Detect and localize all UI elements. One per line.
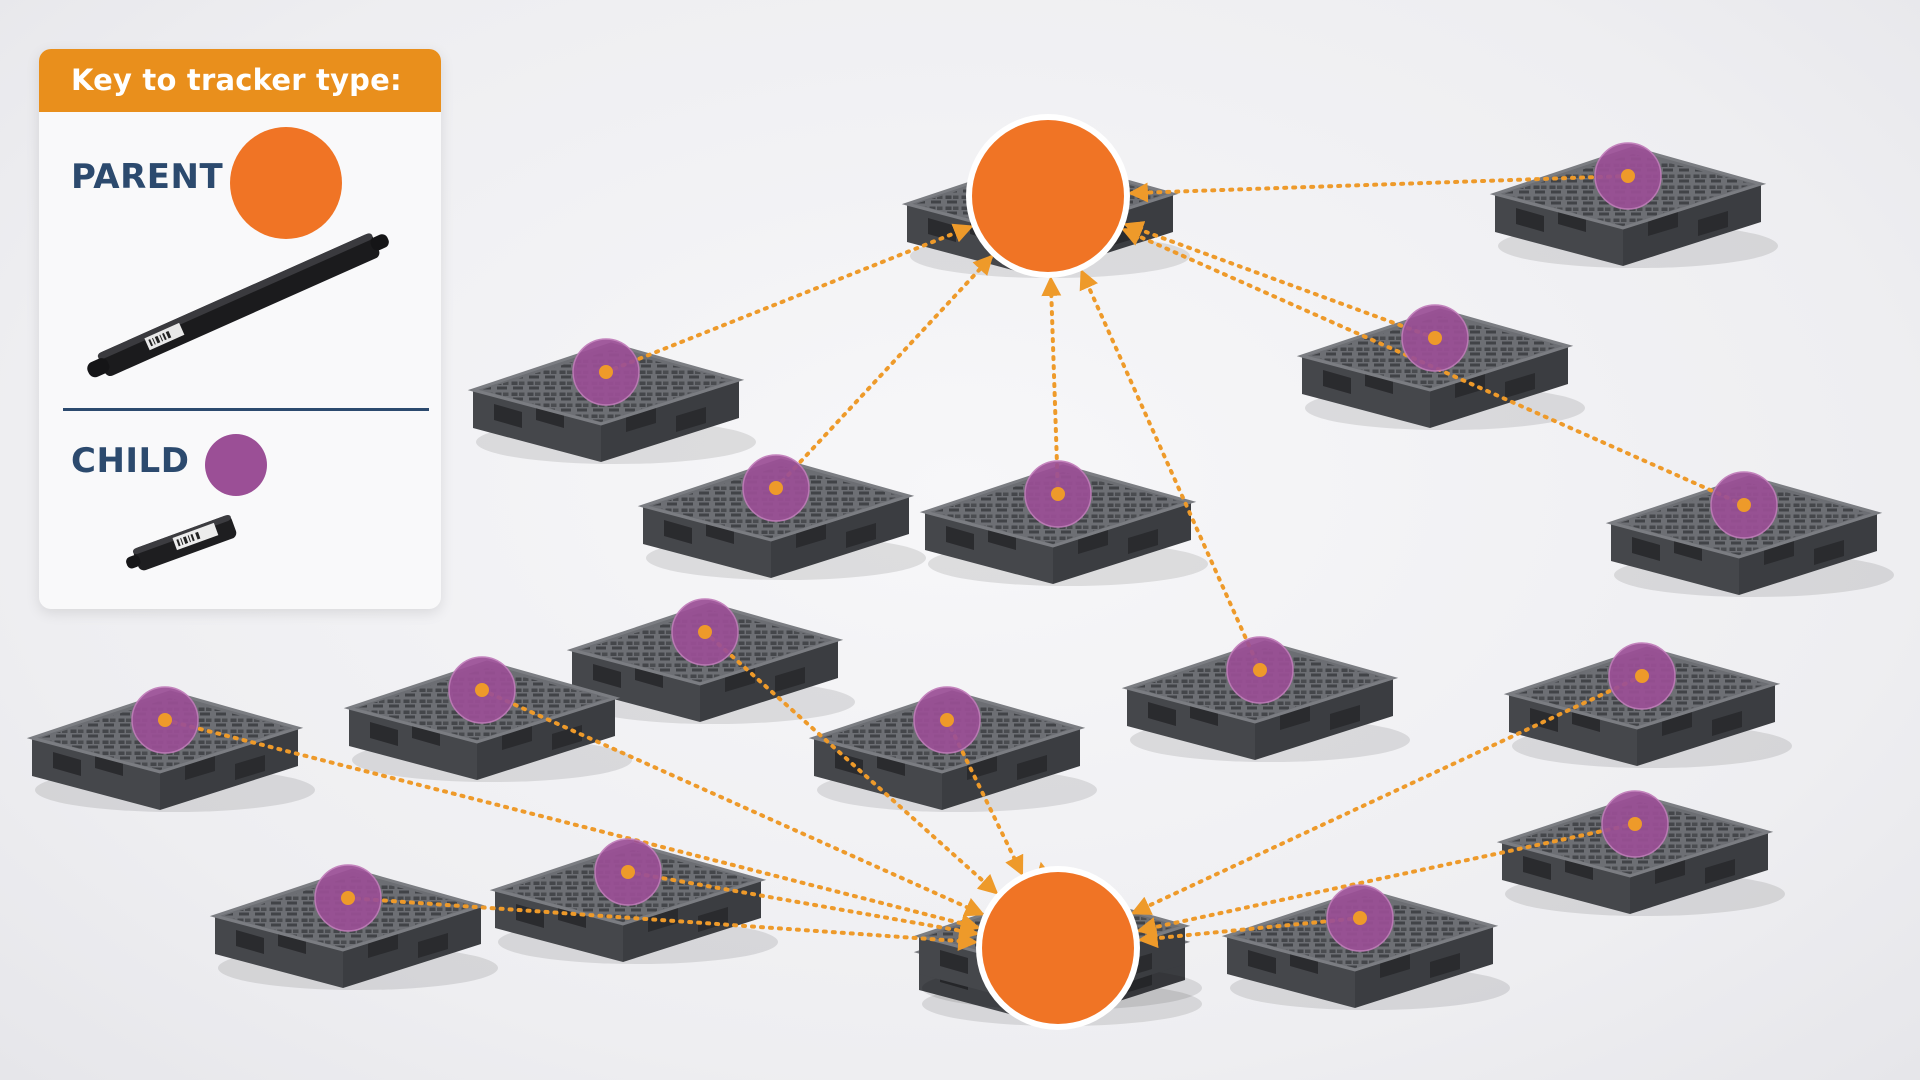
child-label: CHILD — [71, 441, 190, 481]
parent-tracker — [982, 872, 1134, 1024]
link-arrow — [1136, 822, 1637, 937]
child-tracker-center — [1635, 669, 1649, 683]
child-tracker-center — [1051, 487, 1065, 501]
child-tracker-center — [1353, 911, 1367, 925]
child-swatch — [205, 434, 267, 496]
link-arrow — [1127, 174, 1630, 203]
link-arrow — [346, 896, 979, 951]
link-arrow — [703, 630, 999, 895]
link-arrow — [774, 254, 994, 490]
parent-tracker-device-image — [87, 233, 389, 378]
link-arrow — [604, 223, 974, 374]
child-tracker-center — [940, 713, 954, 727]
child-tracker-center — [1628, 817, 1642, 831]
parent-swatch — [230, 127, 342, 239]
child-tracker-center — [698, 625, 712, 639]
child-tracker-device-image — [126, 514, 237, 571]
child-pallet — [1496, 794, 1785, 916]
child-tracker-center — [341, 891, 355, 905]
child-tracker-center — [769, 481, 783, 495]
tracker-key-panel: Key to tracker type: PARENT CHILD — [39, 49, 441, 609]
child-tracker-center — [475, 683, 489, 697]
child-tracker-center — [1428, 331, 1442, 345]
link-arrow — [1041, 275, 1062, 496]
link-arrow — [1137, 916, 1362, 949]
child-tracker-center — [158, 713, 172, 727]
child-tracker-center — [599, 365, 613, 379]
parent-tracker — [972, 120, 1124, 272]
key-divider — [63, 408, 429, 411]
parent-label: PARENT — [71, 157, 224, 197]
link-arrow — [480, 688, 985, 917]
child-tracker-center — [621, 865, 635, 879]
key-title: Key to tracker type: — [39, 49, 441, 112]
child-tracker-center — [1621, 169, 1635, 183]
link-arrow — [1130, 674, 1644, 915]
child-tracker-center — [1737, 498, 1751, 512]
link-arrow — [1123, 221, 1437, 340]
link-arrow — [1079, 269, 1262, 672]
child-tracker-center — [1253, 663, 1267, 677]
